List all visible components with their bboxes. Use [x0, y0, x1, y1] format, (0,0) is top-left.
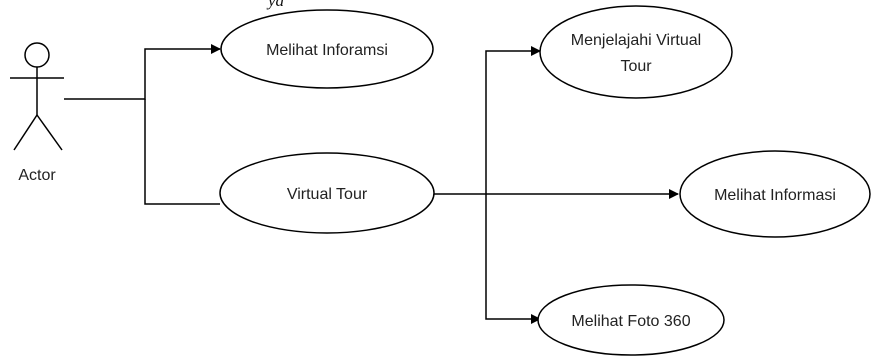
use-case-melihat-inforamsi: Melihat Inforamsi — [220, 9, 434, 89]
actor-connectors — [64, 44, 221, 205]
use-case-virtual-tour: Virtual Tour — [219, 152, 435, 234]
top-cropped-text: ya — [266, 0, 284, 10]
use-case-menjelajahi-label-line1: Menjelajahi Virtual — [571, 32, 701, 49]
use-case-virtual-tour-label: Virtual Tour — [287, 186, 368, 203]
use-case-melihat-inforamsi-label: Melihat Inforamsi — [266, 42, 388, 59]
use-case-melihat-informasi: Melihat Informasi — [679, 150, 871, 238]
use-case-menjelajahi-label-line2: Tour — [620, 58, 652, 75]
edge-virtual-tour-to-melihat-foto-360 — [485, 194, 541, 324]
virtual-tour-connectors — [434, 46, 679, 324]
use-case-melihat-informasi-label: Melihat Informasi — [714, 187, 836, 204]
actor-left-leg — [13, 114, 38, 151]
use-case-menjelajahi-virtual-tour: Menjelajahi Virtual Tour — [539, 5, 733, 99]
edge-actor-to-melihat-inforamsi — [64, 44, 221, 100]
use-case-melihat-foto-360: Melihat Foto 360 — [537, 284, 725, 356]
actor-right-leg — [36, 114, 63, 151]
edge-virtual-tour-to-menjelajahi — [485, 46, 541, 194]
actor-figure — [10, 42, 64, 151]
use-case-melihat-foto-360-label: Melihat Foto 360 — [571, 313, 690, 330]
edge-actor-to-virtual-tour — [144, 99, 220, 205]
actor-head — [24, 42, 50, 68]
actor-label: Actor — [18, 167, 56, 184]
